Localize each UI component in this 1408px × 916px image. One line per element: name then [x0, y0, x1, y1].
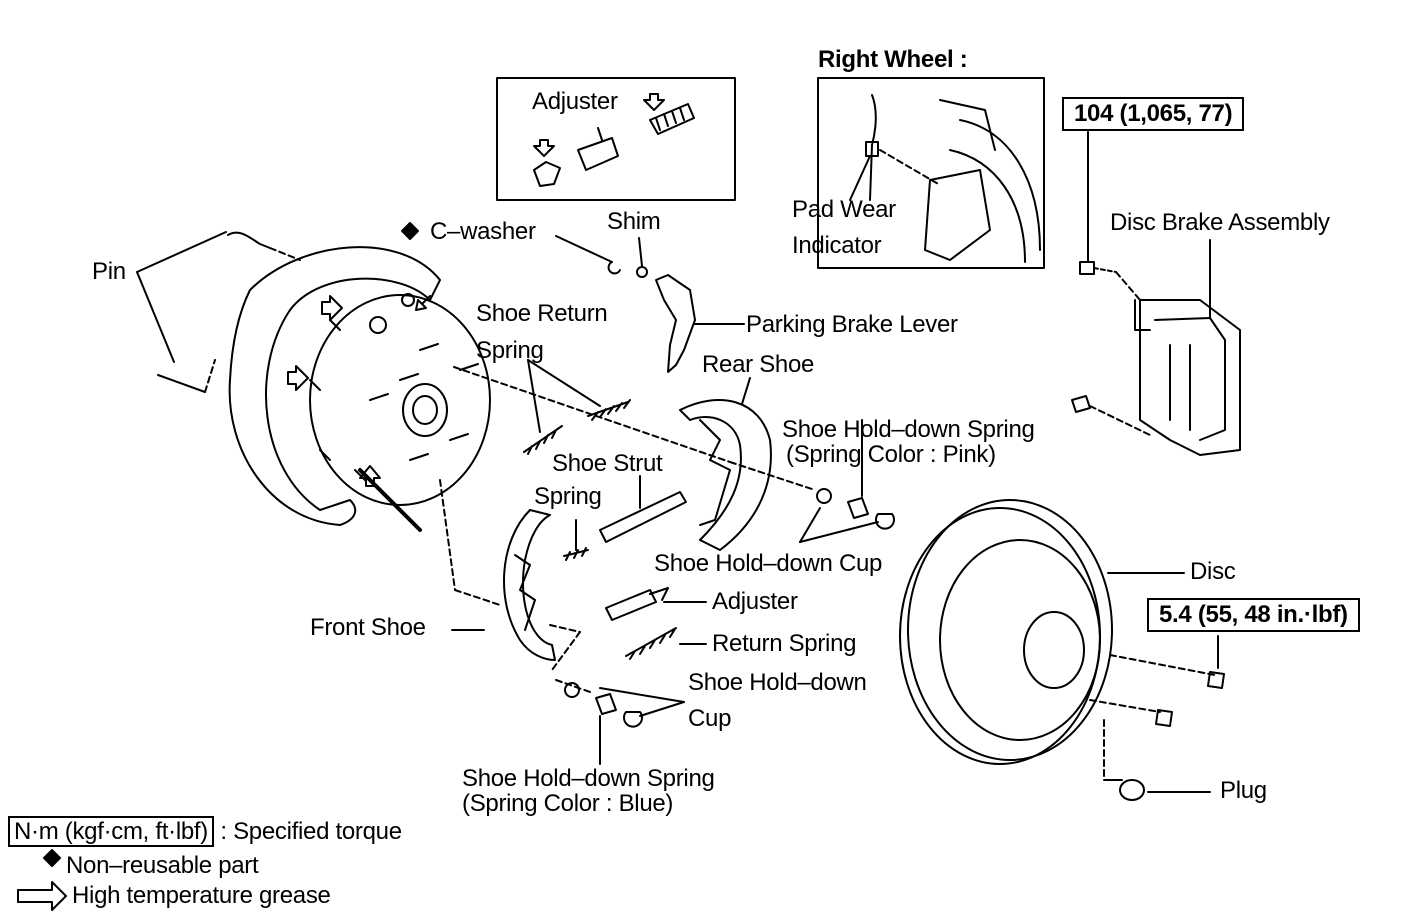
grease-arrow-icon: [359, 465, 381, 487]
non-reusable-diamond-icon: [401, 222, 419, 240]
disc-brake-assembly-drawing: [1071, 239, 1241, 456]
inset-adjuster-label: Adjuster: [532, 88, 618, 115]
front-shoe-label: Front Shoe: [310, 614, 426, 641]
disc-label: Disc: [1190, 558, 1236, 585]
right-wheel-inset: [817, 77, 1045, 269]
adjuster-inset: [496, 77, 736, 201]
parking-brake-parts: [555, 235, 745, 373]
adjuster-lower: [605, 587, 707, 660]
shoe-strut-drawing: [563, 475, 687, 561]
return-spring-label: Return Spring: [712, 630, 857, 657]
shim-label: Shim: [607, 208, 661, 235]
legend-torque: N·m (kgf·cm, ft·lbf) : Specified torque: [8, 816, 402, 847]
shoe-strut-label-line1: Shoe Strut: [552, 450, 663, 477]
grease-arrow-icon: [287, 365, 309, 391]
plug-label: Plug: [1220, 777, 1267, 804]
legend-torque-desc: : Specified torque: [220, 818, 402, 845]
hold-down-spring-pink-label-line1: Shoe Hold–down Spring: [782, 416, 1035, 443]
shoe-return-spring-label-line1: Shoe Return: [476, 300, 608, 327]
disc-torque-box: 5.4 (55, 48 in.·lbf): [1147, 598, 1360, 632]
disc-rotor-drawing: [899, 499, 1225, 801]
shoe-return-spring-label-line2: Spring: [476, 337, 544, 364]
parking-brake-lever-label: Parking Brake Lever: [746, 311, 958, 338]
rear-shoe-label: Rear Shoe: [702, 351, 815, 378]
pin-drawing: [136, 231, 301, 393]
hold-down-cup-upper-label: Shoe Hold–down Cup: [654, 550, 883, 577]
pin-label: Pin: [92, 258, 126, 285]
adjuster-label: Adjuster: [712, 588, 798, 615]
backing-plate-drawing: [228, 246, 491, 532]
hold-down-parts-lower: [555, 679, 685, 765]
grease-arrow-icon: [17, 881, 67, 911]
shoe-return-springs: [453, 359, 731, 463]
legend-non-reusable: Non–reusable part: [66, 852, 259, 879]
legend-grease: High temperature grease: [72, 882, 331, 909]
hold-down-spring-blue-label-line1: Shoe Hold–down Spring: [462, 765, 715, 792]
caliper-torque-box: 104 (1,065, 77): [1062, 97, 1245, 131]
non-reusable-diamond-icon: [43, 849, 61, 867]
hold-down-cup-lower-label-line1: Shoe Hold–down: [688, 669, 867, 696]
pad-wear-label-line1: Pad Wear: [792, 196, 896, 223]
hold-down-cup-lower-label-line2: Cup: [688, 705, 732, 732]
grease-arrow-icon: [415, 295, 431, 311]
shoe-strut-label-line2: Spring: [534, 483, 602, 510]
hub-grease-arrows: [287, 295, 431, 487]
disc-brake-assembly-label: Disc Brake Assembly: [1110, 209, 1330, 236]
rear-shoe-drawing: [679, 377, 772, 551]
hold-down-spring-pink-label-line2: (Spring Color : Pink): [786, 441, 996, 468]
hold-down-spring-blue-label-line2: (Spring Color : Blue): [462, 790, 674, 817]
grease-arrow-icon: [533, 139, 555, 157]
legend-torque-units: N·m (kgf·cm, ft·lbf): [8, 816, 214, 847]
front-shoe-drawing: [439, 479, 581, 671]
pad-wear-label-line2: Indicator: [792, 232, 882, 259]
hold-down-parts-upper: [729, 419, 895, 543]
c-washer-label: C–washer: [430, 218, 536, 245]
grease-arrow-icon: [643, 93, 665, 111]
right-wheel-title: Right Wheel :: [818, 46, 968, 73]
grease-arrow-icon: [321, 295, 343, 321]
